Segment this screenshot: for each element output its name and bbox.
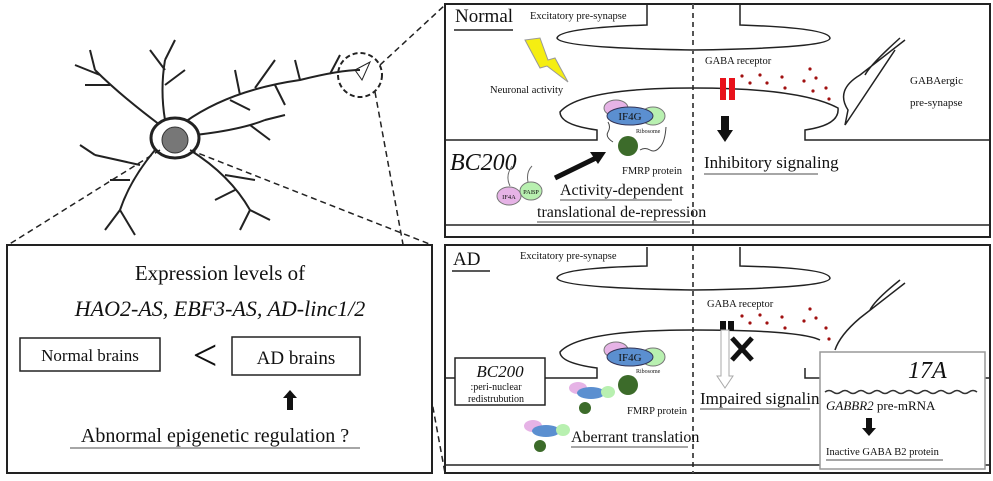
ad-brains-box: [231, 336, 361, 376]
fmrp-label: FMRP protein: [622, 166, 683, 177]
synapse-zoom-circle: [337, 52, 383, 98]
bc200-label: BC200: [450, 150, 517, 176]
ad-excitatory-label: Excitatory pre-synapse: [520, 251, 617, 262]
excitatory-label: Excitatory pre-synapse: [530, 11, 627, 22]
pabp-label: PABP: [523, 189, 539, 196]
bc200-box: [454, 357, 546, 406]
blocked-x-icon: [730, 336, 754, 362]
ad-gaba-dots: [740, 307, 831, 341]
bc200-note-2: redistrubution: [468, 394, 524, 405]
normal-brains-box: [19, 337, 161, 372]
ad-bc200-label: BC200: [476, 362, 524, 381]
normal-brains-label: Normal brains: [41, 346, 139, 365]
activation-arrow: [553, 154, 600, 181]
gabaergic-presynapse: [842, 37, 906, 126]
17a-box: [819, 351, 986, 470]
gabaergic-label-2: pre-synapse: [910, 97, 963, 109]
ad-if4g-complex: [606, 347, 654, 367]
bc200-note-1: :peri-nuclear: [470, 382, 522, 393]
lightning-icon: [524, 37, 569, 83]
activity-label-2: translational de-repression: [537, 204, 706, 221]
gaba-dots: [740, 67, 831, 101]
neuronal-activity-label: Neuronal activity: [490, 85, 564, 96]
expression-title: Expression levels of: [135, 261, 305, 285]
pre-mrna-strand: [824, 389, 978, 395]
activity-label-1: Activity-dependent: [560, 182, 684, 199]
nucleus: [161, 126, 189, 154]
ad-panel: AD Excitatory pre-synapse GABA receptor …: [444, 244, 991, 474]
ribosome-label: Ribosome: [636, 129, 661, 135]
less-than-sign: <: [193, 331, 218, 380]
hollow-arrow-icon: [716, 329, 734, 389]
gaba-receptor-label: GABA receptor: [705, 56, 772, 67]
ad-if4g-label: IF4G: [618, 352, 641, 364]
if4a-label: IF4A: [502, 194, 516, 201]
inactive-protein-label: Inactive GABA B2 protein: [826, 447, 940, 458]
up-arrow-icon: [283, 390, 297, 410]
17a-label: 17A: [908, 358, 947, 384]
inactive-receptor-icon: [720, 321, 726, 331]
expression-box: [6, 244, 433, 474]
gabbr2-label: GABBR2 pre-mRNA: [826, 398, 936, 413]
normal-title: Normal: [455, 6, 513, 27]
gene-list: HAO2-AS, EBF3-AS, AD-linc1/2: [74, 296, 365, 321]
aberrant-complexes: [524, 382, 615, 452]
ad-title: AD: [453, 249, 480, 270]
gaba-receptor-icon: [720, 78, 726, 100]
epigenetic-label: Abnormal epigenetic regulation ?: [81, 425, 349, 447]
neuron-illustration: [74, 39, 361, 236]
normal-panel: Normal Excitatory pre-synapse Neuronal a…: [444, 3, 991, 238]
ad-ribosome-label: Ribosome: [636, 369, 661, 375]
impaired-label: Impaired signaling: [700, 389, 828, 408]
down-arrow-icon: [862, 418, 876, 436]
if4g-complex: [606, 106, 654, 126]
gabaergic-label-1: GABAergic: [910, 75, 963, 87]
inhibitory-label: Inhibitory signaling: [704, 153, 839, 172]
synapse-mini-icon: [354, 60, 372, 82]
ad-gaba-receptor-label: GABA receptor: [707, 299, 774, 310]
ad-brains-label: AD brains: [257, 348, 336, 369]
down-arrow-icon: [717, 116, 733, 142]
if4g-label: IF4G: [618, 111, 641, 123]
ribosome-icon: [618, 136, 638, 156]
ad-fmrp-label: FMRP protein: [627, 406, 688, 417]
aberrant-label: Aberrant translation: [571, 429, 699, 446]
